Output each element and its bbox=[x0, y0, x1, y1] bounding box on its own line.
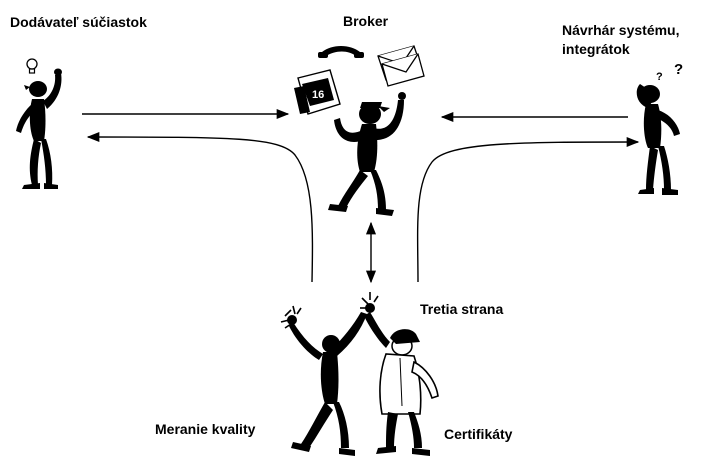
designer-label-line1: Návrhár systému, bbox=[562, 21, 680, 39]
designer-figure: ? ? bbox=[628, 58, 698, 198]
lightbulb-icon bbox=[27, 59, 37, 73]
third-party-label: Tretia strana bbox=[420, 300, 503, 318]
road-broker-to-designer bbox=[418, 142, 638, 282]
broker-figure: 16 bbox=[290, 42, 430, 222]
supplier-label: Dodávateľ súčiastok bbox=[10, 13, 147, 31]
supplier-figure bbox=[10, 55, 70, 190]
quality-label: Meranie kvality bbox=[155, 420, 255, 438]
broker-label: Broker bbox=[343, 12, 388, 30]
telephone-icon bbox=[318, 46, 364, 58]
certificates-label: Certifikáty bbox=[444, 425, 512, 443]
question-marks-icon: ? ? bbox=[656, 61, 683, 83]
envelopes-icon bbox=[378, 46, 424, 86]
svg-text:?: ? bbox=[656, 71, 663, 83]
designer-label-line2: integrátok bbox=[562, 40, 630, 58]
svg-text:16: 16 bbox=[312, 89, 324, 101]
calendar-notes-icon: 16 bbox=[294, 70, 340, 114]
road-broker-to-supplier bbox=[88, 137, 312, 282]
svg-text:?: ? bbox=[674, 61, 683, 78]
